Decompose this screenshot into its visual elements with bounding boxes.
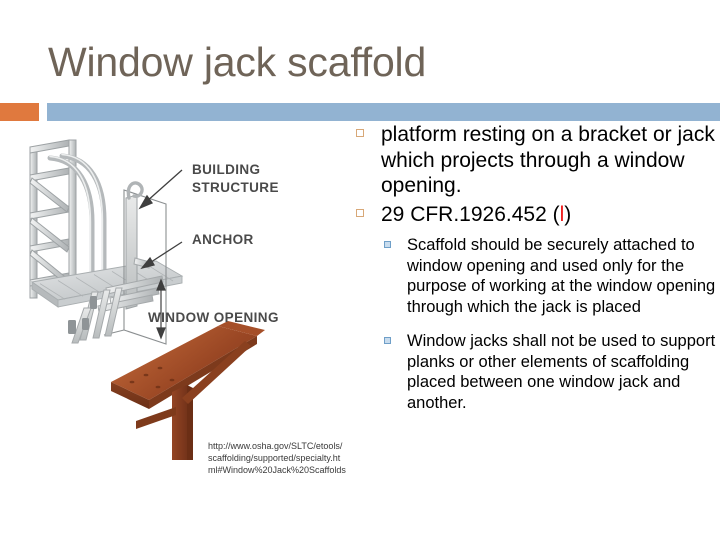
- label-building: BUILDING: [192, 162, 260, 177]
- window-dimension-group: [156, 278, 166, 340]
- guardrail-highlight-group: [49, 153, 104, 278]
- label-anchor: ANCHOR: [192, 232, 254, 247]
- title-accent-block: [0, 103, 39, 121]
- scaffold-illustration: BUILDING STRUCTURE ANCHOR WINDOW OPENING: [6, 130, 346, 460]
- leader-arrow-anchor: [140, 241, 183, 270]
- sub-bullet-square-icon: [384, 241, 391, 248]
- bullet-list-level2: Scaffold should be securely attached to …: [381, 235, 720, 413]
- label-structure: STRUCTURE: [192, 180, 279, 195]
- bullet-text-suffix: ): [564, 202, 572, 226]
- list-item: Scaffold should be securely attached to …: [381, 235, 720, 317]
- sub-bullet-text: Window jacks shall not be used to suppor…: [407, 332, 716, 412]
- bullet-text-prefix: 29 CFR.1926.452 (: [381, 202, 560, 226]
- jack-clamp-group: [68, 296, 97, 334]
- bullet-text-highlight: l: [559, 202, 565, 226]
- list-item: 29 CFR.1926.452 (l) Scaffold should be s…: [352, 202, 720, 414]
- bullet-square-icon: [356, 129, 364, 137]
- hook-group: [126, 181, 144, 200]
- title-divider-bar: [47, 103, 720, 121]
- content-body: platform resting on a bracket or jack wh…: [352, 122, 720, 427]
- building-tube-group: [125, 194, 138, 310]
- source-url-caption: http://www.osha.gov/SLTC/etools/scaffold…: [208, 441, 346, 476]
- list-item: Window jacks shall not be used to suppor…: [381, 331, 720, 413]
- bullet-square-icon: [356, 208, 364, 217]
- label-window-opening: WINDOW OPENING: [148, 310, 279, 325]
- leader-arrow-building: [138, 169, 183, 210]
- wooden-jack-bracket-group: [111, 321, 265, 460]
- illustration-labels-group: BUILDING STRUCTURE ANCHOR WINDOW OPENING: [148, 162, 279, 325]
- sub-bullet-square-icon: [384, 337, 391, 344]
- bullet-text: platform resting on a bracket or jack wh…: [381, 123, 715, 197]
- bullet-list-level1: platform resting on a bracket or jack wh…: [352, 122, 720, 413]
- sub-bullet-text: Scaffold should be securely attached to …: [407, 236, 716, 316]
- page-title: Window jack scaffold: [48, 39, 427, 85]
- list-item: platform resting on a bracket or jack wh…: [352, 122, 720, 199]
